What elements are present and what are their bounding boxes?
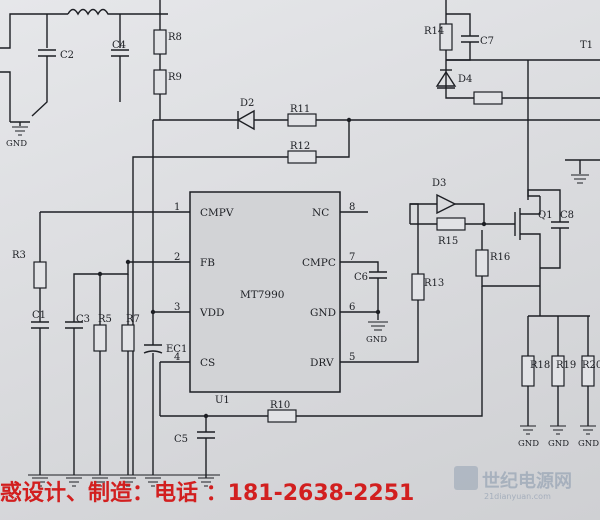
label-c6: C6 <box>354 272 368 283</box>
pin-name-vdd: VDD <box>199 307 224 319</box>
d2-r11-line <box>132 109 600 475</box>
label-r12: R12 <box>290 141 310 152</box>
label-c1: C1 <box>32 310 46 321</box>
pin-num-2: 2 <box>174 252 180 263</box>
label-r9: R9 <box>168 72 182 83</box>
chip-pins-left: 1 CMPV 2 FB 3 VDD 4 CS <box>174 202 234 369</box>
pin-name-fb: FB <box>200 257 215 269</box>
pin-num-8: 8 <box>349 202 355 213</box>
left-pins <box>28 211 483 478</box>
pin-num-5: 5 <box>349 352 355 363</box>
footer-contact: 惑设计、制造：电话 ：181-2638-2251 <box>0 481 414 506</box>
pin-name-cmpv: CMPV <box>200 207 234 219</box>
chip-pins-right: 8 NC 7 CMPC 6 GND 5 DRV <box>302 202 355 369</box>
top-right-section <box>435 0 600 200</box>
label-d4: D4 <box>458 74 472 85</box>
label-d3: D3 <box>432 178 446 189</box>
chip-designator: U1 <box>215 395 230 406</box>
pin-num-1: 1 <box>174 202 180 213</box>
label-r18: R18 <box>530 360 550 371</box>
label-r3: R3 <box>12 250 26 261</box>
label-r15: R15 <box>438 236 458 247</box>
label-c8: C8 <box>560 210 574 221</box>
label-r5: R5 <box>98 314 112 325</box>
label-c4: C4 <box>112 40 126 51</box>
label-r13: R13 <box>424 278 444 289</box>
pin-name-gnd: GND <box>310 307 336 319</box>
label-r19: R19 <box>556 360 576 371</box>
mt7990-chip <box>189 191 341 393</box>
label-ec1: EC1 <box>166 344 187 355</box>
label-c2: C2 <box>60 50 74 61</box>
gnd-label: GND <box>366 335 387 345</box>
label-t1: T1 <box>580 40 593 51</box>
pin-name-cmpc: CMPC <box>302 257 336 269</box>
ground-symbol <box>92 477 108 487</box>
pin-name-cs: CS <box>200 357 215 369</box>
ground-symbol <box>145 477 161 487</box>
gnd-label: GND <box>548 439 569 449</box>
gnd-label: GND <box>518 439 539 449</box>
right-pins <box>340 193 540 363</box>
ground-symbol <box>120 477 136 487</box>
label-r20: R20 <box>582 360 600 371</box>
label-r7: R7 <box>126 314 140 325</box>
watermark-url: 21dianyuan.com <box>484 492 551 501</box>
gnd-label: GND <box>6 139 27 149</box>
ground-symbol <box>32 477 48 487</box>
label-r14: R14 <box>424 26 444 37</box>
watermark-logo-icon <box>454 466 478 490</box>
ground-symbol <box>66 477 82 487</box>
pin-num-7: 7 <box>349 252 355 263</box>
pin-name-drv: DRV <box>310 357 334 369</box>
label-c7: C7 <box>480 36 494 47</box>
label-c5: C5 <box>174 434 188 445</box>
ground-symbol <box>198 477 214 487</box>
watermark: 世纪电源网 21dianyuan.com <box>454 466 572 501</box>
label-r8: R8 <box>168 32 182 43</box>
input-section <box>0 0 168 136</box>
q1-section <box>514 189 596 435</box>
gnd-label: GND <box>578 439 599 449</box>
label-r10: R10 <box>270 400 290 411</box>
label-d2: D2 <box>240 98 254 109</box>
chip-name: MT7990 <box>240 289 284 301</box>
label-r11: R11 <box>290 104 310 115</box>
label-q1: Q1 <box>538 210 553 221</box>
label-r16: R16 <box>490 252 510 263</box>
label-c3: C3 <box>76 314 90 325</box>
watermark-text: 世纪电源网 <box>482 470 572 492</box>
pin-num-4: 4 <box>174 352 180 363</box>
r8-r9-chain <box>152 14 167 345</box>
pin-num-3: 3 <box>174 302 180 313</box>
pin-name-nc: NC <box>312 207 329 219</box>
pin-num-6: 6 <box>349 302 355 313</box>
